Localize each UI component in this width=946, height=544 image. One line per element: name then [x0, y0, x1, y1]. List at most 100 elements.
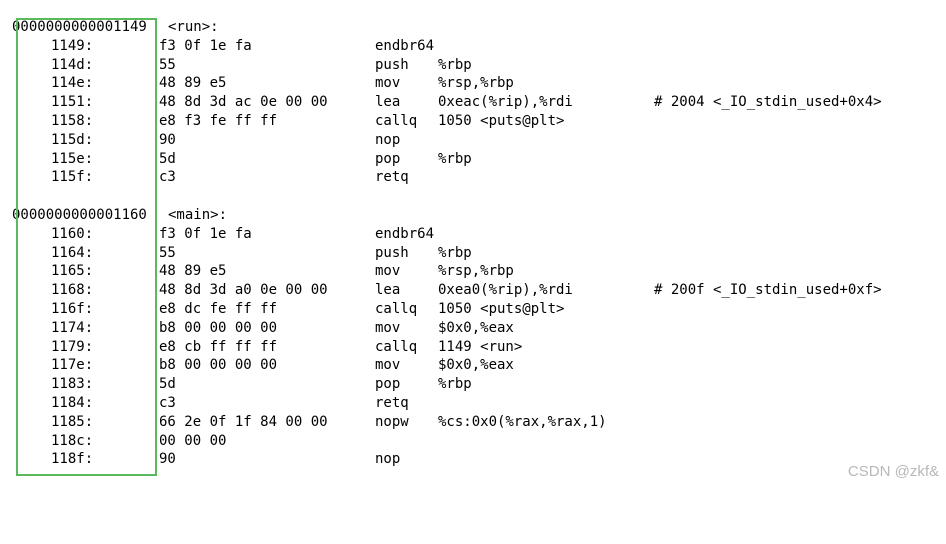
operands: $0x0,%eax: [438, 357, 514, 374]
mnemonic: retq: [375, 394, 409, 411]
opcode-bytes: 48 8d 3d ac 0e 00 00: [159, 94, 328, 111]
opcode-bytes: c3: [159, 169, 176, 186]
mnemonic: lea: [375, 94, 401, 111]
instruction-row: 114d: 55 push %rbp: [0, 56, 946, 75]
instruction-address: 1151:: [51, 94, 94, 111]
disassembly-listing: 0000000000001149 <run>: 1149: f3 0f 1e f…: [0, 18, 946, 469]
opcode-bytes: 90: [159, 131, 176, 148]
blank-line: [0, 187, 946, 206]
instruction-address: 115e:: [51, 150, 94, 167]
opcode-bytes: f3 0f 1e fa: [159, 225, 252, 242]
instruction-address: 1160:: [51, 225, 94, 242]
symbol-name: <main>:: [168, 206, 228, 223]
mnemonic: callq: [375, 300, 418, 317]
opcode-bytes: 66 2e 0f 1f 84 00 00: [159, 413, 328, 430]
instruction-row: 1174: b8 00 00 00 00 mov $0x0,%eax: [0, 319, 946, 338]
instruction-row: 1164: 55 push %rbp: [0, 244, 946, 263]
opcode-bytes: 55: [159, 244, 176, 261]
instruction-address: 1158:: [51, 112, 94, 129]
symbol-name: <run>:: [168, 19, 219, 35]
function-header-main: 0000000000001160 <main>:: [0, 206, 946, 225]
instruction-address: 1183:: [51, 376, 94, 393]
mnemonic: endbr64: [375, 37, 435, 54]
mnemonic: callq: [375, 338, 418, 355]
instruction-row: 117e: b8 00 00 00 00 mov $0x0,%eax: [0, 356, 946, 375]
instruction-row: 1151: 48 8d 3d ac 0e 00 00 lea 0xeac(%ri…: [0, 93, 946, 112]
opcode-bytes: f3 0f 1e fa: [159, 37, 252, 54]
operands: %rbp: [438, 244, 472, 261]
symbol-address: 0000000000001160: [12, 206, 147, 223]
instruction-row: 115e: 5d pop %rbp: [0, 150, 946, 169]
opcode-bytes: 5d: [159, 376, 176, 393]
mnemonic: nop: [375, 131, 401, 148]
instruction-address: 1184:: [51, 394, 94, 411]
instruction-row: 1165: 48 89 e5 mov %rsp,%rbp: [0, 262, 946, 281]
mnemonic: mov: [375, 75, 401, 92]
operands: $0x0,%eax: [438, 319, 514, 336]
mnemonic: lea: [375, 282, 401, 299]
operands: 1149 <run>: [438, 338, 523, 355]
mnemonic: endbr64: [375, 225, 435, 242]
instruction-row: 116f: e8 dc fe ff ff callq 1050 <puts@pl…: [0, 300, 946, 319]
instruction-address: 1185:: [51, 413, 94, 430]
operands: %cs:0x0(%rax,%rax,1): [438, 413, 607, 430]
mnemonic: callq: [375, 112, 418, 129]
mnemonic: pop: [375, 150, 401, 167]
watermark: CSDN @zkf&: [847, 463, 939, 480]
instruction-address: 114d:: [51, 56, 94, 73]
operands: %rbp: [438, 376, 472, 393]
instruction-address: 1165:: [51, 263, 94, 280]
instruction-address: 117e:: [51, 357, 94, 374]
instruction-address: 115d:: [51, 131, 94, 148]
instruction-address: 116f:: [51, 300, 94, 317]
mnemonic: nopw: [375, 413, 409, 430]
instruction-row: 1184: c3 retq: [0, 394, 946, 413]
opcode-bytes: 90: [159, 451, 176, 468]
instruction-row: 1168: 48 8d 3d a0 0e 00 00 lea 0xea0(%ri…: [0, 281, 946, 300]
operands: 0xeac(%rip),%rdi: [438, 94, 573, 111]
opcode-bytes: e8 dc fe ff ff: [159, 300, 278, 317]
instruction-row: 114e: 48 89 e5 mov %rsp,%rbp: [0, 74, 946, 93]
instruction-address: 1164:: [51, 244, 94, 261]
instruction-row: 115d: 90 nop: [0, 131, 946, 150]
instruction-address: 114e:: [51, 75, 94, 92]
operands: %rsp,%rbp: [438, 75, 514, 92]
instruction-row: 118c: 00 00 00: [0, 432, 946, 451]
instruction-row: 1160: f3 0f 1e fa endbr64: [0, 225, 946, 244]
opcode-bytes: 00 00 00: [159, 432, 227, 449]
opcode-bytes: b8 00 00 00 00: [159, 319, 278, 336]
operands: %rbp: [438, 150, 472, 167]
mnemonic: pop: [375, 376, 401, 393]
instruction-row: 1183: 5d pop %rbp: [0, 375, 946, 394]
instruction-address: 1179:: [51, 338, 94, 355]
mnemonic: mov: [375, 263, 401, 280]
operands: %rbp: [438, 56, 472, 73]
instruction-address: 1168:: [51, 282, 94, 299]
mnemonic: nop: [375, 451, 401, 468]
opcode-bytes: b8 00 00 00 00: [159, 357, 278, 374]
comment: # 200f <_IO_stdin_used+0xf>: [654, 282, 882, 299]
instruction-address: 1149:: [51, 37, 94, 54]
operands: 1050 <puts@plt>: [438, 112, 565, 129]
symbol-address: 0000000000001149: [12, 19, 147, 35]
instruction-address: 118c:: [51, 432, 94, 449]
opcode-bytes: 48 8d 3d a0 0e 00 00: [159, 282, 328, 299]
instruction-row: 1179: e8 cb ff ff ff callq 1149 <run>: [0, 338, 946, 357]
opcode-bytes: 5d: [159, 150, 176, 167]
operands: 0xea0(%rip),%rdi: [438, 282, 573, 299]
opcode-bytes: e8 f3 fe ff ff: [159, 112, 278, 129]
operands: %rsp,%rbp: [438, 263, 514, 280]
mnemonic: push: [375, 244, 409, 261]
comment: # 2004 <_IO_stdin_used+0x4>: [654, 94, 882, 111]
instruction-row: 1158: e8 f3 fe ff ff callq 1050 <puts@pl…: [0, 112, 946, 131]
instruction-row: 118f: 90 nop: [0, 450, 946, 469]
opcode-bytes: c3: [159, 394, 176, 411]
mnemonic: push: [375, 56, 409, 73]
opcode-bytes: 48 89 e5: [159, 75, 227, 92]
mnemonic: mov: [375, 357, 401, 374]
instruction-row: 1185: 66 2e 0f 1f 84 00 00 nopw %cs:0x0(…: [0, 413, 946, 432]
instruction-address: 1174:: [51, 319, 94, 336]
opcode-bytes: 48 89 e5: [159, 263, 227, 280]
operands: 1050 <puts@plt>: [438, 300, 565, 317]
instruction-row: 115f: c3 retq: [0, 168, 946, 187]
